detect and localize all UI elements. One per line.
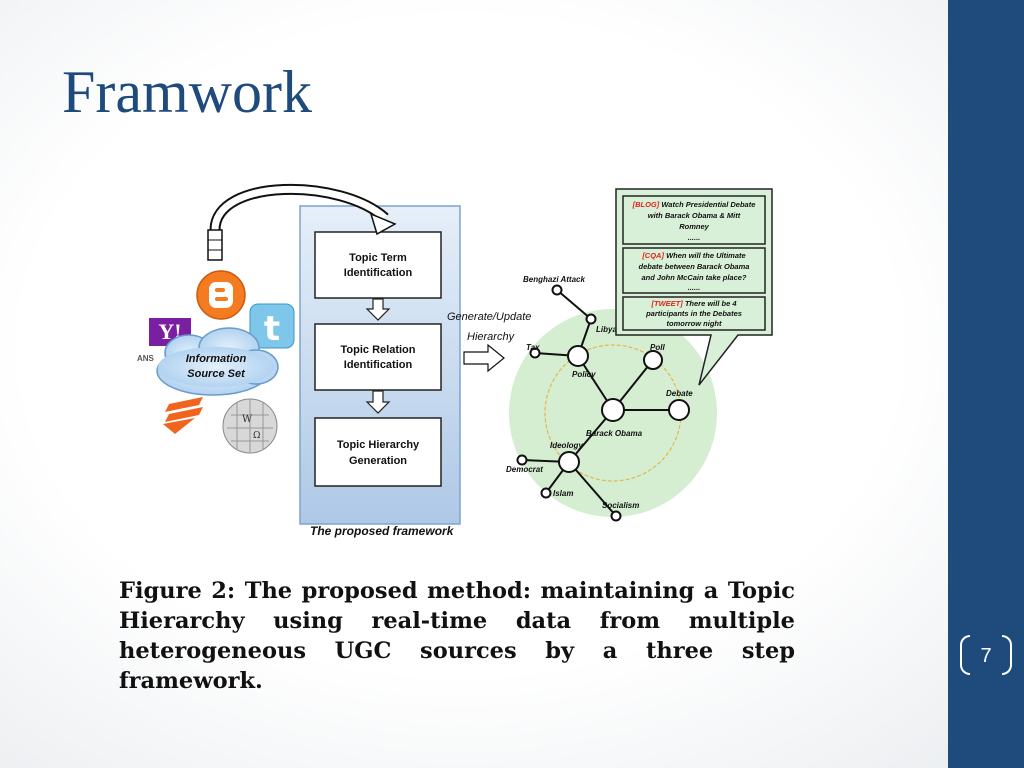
- svg-text:W: W: [242, 414, 253, 425]
- step-2-line1: Topic Relation: [341, 344, 416, 356]
- slide-title: Framwork: [62, 59, 312, 125]
- node-debate: [668, 399, 690, 421]
- framework-label: The proposed framework: [310, 524, 455, 538]
- ugc-callout: [615, 188, 773, 386]
- step-1-line1: Topic Term: [349, 252, 407, 264]
- tweet-line3: tomorrow night: [667, 319, 722, 328]
- svg-text:Ω: Ω: [253, 431, 260, 441]
- step-3-line1: Topic Hierarchy: [337, 439, 420, 451]
- label-tax: Tax: [526, 343, 540, 352]
- step-1-line2: Identification: [344, 267, 413, 279]
- figure-caption: Figure 2: The proposed method: maintaini…: [119, 578, 795, 694]
- step-box-2: [314, 323, 442, 391]
- tweet-line1: There will be 4: [685, 299, 738, 308]
- down-arrow-icon: [365, 298, 391, 321]
- callout-entry-tweet: [622, 296, 766, 331]
- node-democrat: [516, 454, 528, 466]
- node-tax: [529, 347, 541, 359]
- callout-entry-cqa: [622, 247, 766, 294]
- information-source-cloud: Information Source Set: [156, 327, 279, 396]
- down-arrow-icon: [365, 390, 391, 414]
- node-libya: [585, 313, 597, 325]
- wikipedia-icon: W Ω: [222, 398, 278, 454]
- cqa-line4: ......: [688, 283, 701, 292]
- svg-text:[BLOG] Watch Presidential Deba: [BLOG] Watch Presidential Debate: [632, 200, 756, 209]
- cqa-line2: debate between Barack Obama: [639, 262, 750, 271]
- label-poll: Poll: [650, 343, 665, 352]
- curved-arrow-icon: [369, 212, 397, 236]
- label-socialism: Socialism: [602, 501, 639, 510]
- step-box-1: [314, 231, 442, 299]
- node-poll: [643, 350, 663, 370]
- yahoo-small-text: ANS: [137, 354, 155, 363]
- cqa-line1: When will the Ultimate: [666, 251, 746, 260]
- step-2-line2: Identification: [344, 359, 413, 371]
- twitter-icon: t: [249, 303, 295, 349]
- tweet-line2: participants in the Debates: [645, 309, 742, 318]
- label-benghazi: Benghazi Attack: [523, 275, 585, 284]
- label-policy: Policy: [572, 370, 596, 379]
- right-arrow-icon: [463, 343, 505, 373]
- svg-text:[TWEET] There will be 4: [TWEET] There will be 4: [650, 299, 737, 308]
- label-islam: Islam: [553, 489, 573, 498]
- node-socialism: [610, 510, 622, 522]
- node-benghazi: [551, 284, 563, 296]
- blogger-icon: [196, 270, 246, 320]
- page-number-text: 7: [980, 645, 992, 667]
- svg-text:t: t: [264, 309, 280, 349]
- callout-entry-blog: [622, 195, 766, 245]
- node-ideology: [558, 451, 580, 473]
- page-number-bracket-left: [960, 635, 970, 675]
- blog-line1: Watch Presidential Debate: [661, 200, 755, 209]
- node-islam: [540, 487, 552, 499]
- node-policy: [567, 345, 589, 367]
- cqa-line3: and John McCain take place?: [641, 273, 746, 282]
- page-number-bracket-right: [1002, 635, 1012, 675]
- framework-diagram: Topic Term Identification Topic Relation…: [137, 183, 773, 538]
- stack-icon: [163, 397, 203, 434]
- arrow-tail: [207, 229, 223, 261]
- blog-line2: with Barack Obama & Mitt: [648, 211, 741, 220]
- framework-figure: Topic Term Identification Topic Relation…: [103, 178, 803, 694]
- label-democrat: Democrat: [506, 465, 543, 474]
- cqa-tag: [CQA]: [641, 251, 664, 260]
- cloud-line2: Source Set: [187, 368, 246, 380]
- step-3-line2: Generation: [349, 455, 407, 467]
- svg-text:[CQA] When will the Ultimate: [CQA] When will the Ultimate: [641, 251, 745, 260]
- page-number: 7: [958, 631, 1014, 681]
- step-box-3: [314, 417, 442, 487]
- tweet-tag: [TWEET]: [650, 299, 683, 308]
- blog-tag: [BLOG]: [632, 200, 660, 209]
- label-barack-obama: Barack Obama: [586, 429, 643, 438]
- generate-label-line2: Hierarchy: [467, 331, 516, 343]
- label-libya: Libya: [596, 325, 617, 334]
- generate-label-line1: Generate/Update: [447, 311, 531, 323]
- cloud-line1: Information: [186, 353, 247, 365]
- blog-line3: Romney: [679, 222, 709, 231]
- label-debate: Debate: [666, 389, 693, 398]
- node-barack-obama: [601, 398, 625, 422]
- label-ideology: Ideology: [550, 441, 583, 450]
- blog-line4: ......: [688, 233, 701, 242]
